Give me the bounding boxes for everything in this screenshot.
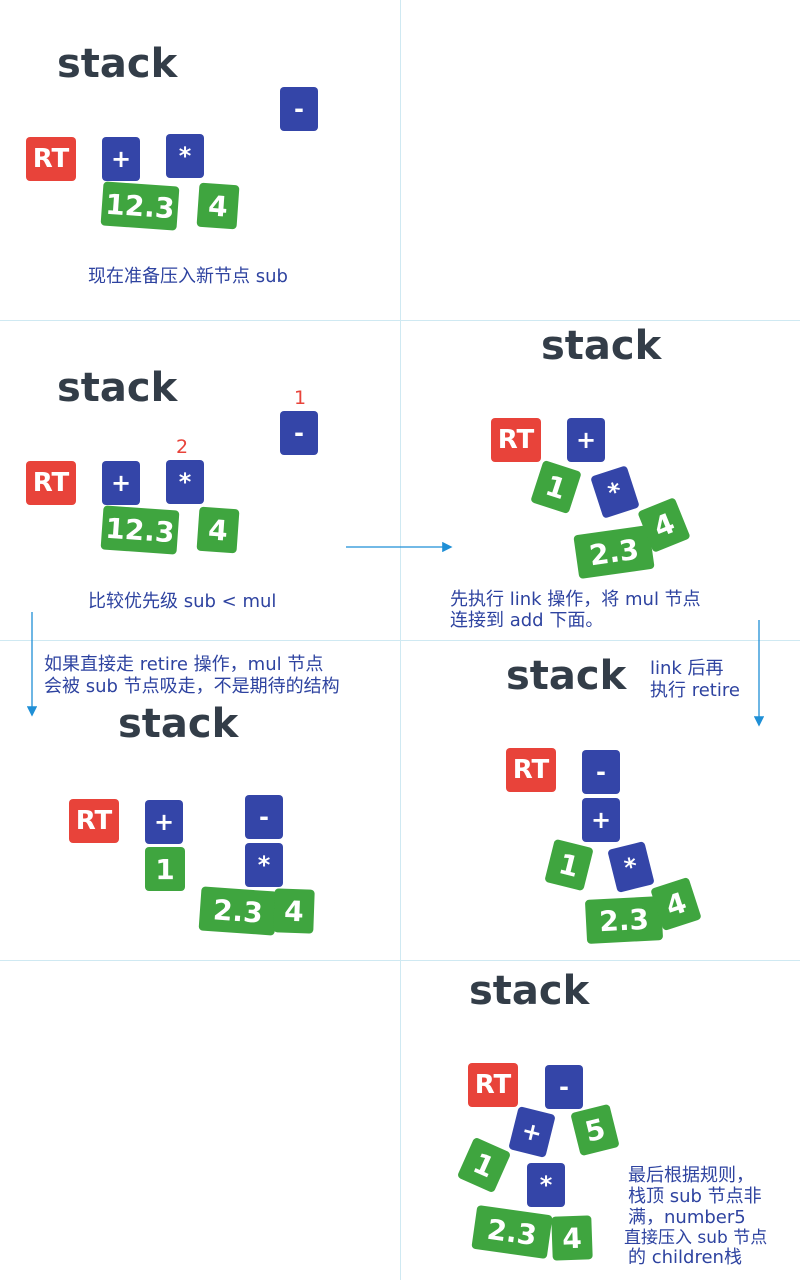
grid-divider-row2 bbox=[0, 640, 800, 641]
caption-line-3: 满，number5 bbox=[628, 1207, 746, 1228]
caption-line-1: link 后再 bbox=[650, 658, 724, 679]
add-node: + bbox=[102, 461, 140, 505]
caption-line-1: 如果直接走 retire 操作，mul 节点 bbox=[44, 654, 324, 675]
stack-title: stack bbox=[541, 323, 662, 369]
rt-node: RT bbox=[26, 461, 76, 505]
caption-line-4: 直接压入 sub 节点 bbox=[624, 1228, 768, 1248]
caption-line-1: 先执行 link 操作，将 mul 节点 bbox=[450, 589, 701, 610]
grid-divider-row3 bbox=[0, 960, 800, 961]
sub-node: - bbox=[280, 411, 318, 455]
stack-title: stack bbox=[506, 653, 627, 699]
add-node: + bbox=[567, 418, 605, 462]
grid-divider-row1 bbox=[0, 320, 800, 321]
rt-node: RT bbox=[506, 748, 556, 792]
rt-node: RT bbox=[491, 418, 541, 462]
add-node: + bbox=[145, 800, 183, 844]
rt-node: RT bbox=[468, 1063, 518, 1107]
caption-line-2: 会被 sub 节点吸走，不是期待的结构 bbox=[44, 676, 340, 697]
stack-title: stack bbox=[118, 701, 239, 747]
mul-node: * bbox=[245, 843, 283, 887]
mul-node: * bbox=[527, 1163, 565, 1207]
sub-node: - bbox=[280, 87, 318, 131]
add-node: + bbox=[102, 137, 140, 181]
stack-title: stack bbox=[57, 41, 178, 87]
caption: 比较优先级 sub < mul bbox=[88, 591, 277, 612]
order-marker-1: 1 bbox=[294, 387, 307, 409]
rt-node: RT bbox=[69, 799, 119, 843]
caption-line-1: 最后根据规则， bbox=[628, 1165, 754, 1186]
rt-node: RT bbox=[26, 137, 76, 181]
sub-node: - bbox=[582, 750, 620, 794]
order-marker-2: 2 bbox=[176, 436, 189, 458]
caption-line-2: 栈顶 sub 节点非 bbox=[628, 1186, 762, 1207]
caption-line-2: 执行 retire bbox=[650, 680, 740, 701]
stack-title: stack bbox=[469, 968, 590, 1014]
number-node-1: 1 bbox=[145, 847, 185, 891]
stack-title: stack bbox=[57, 365, 178, 411]
sub-node: - bbox=[545, 1065, 583, 1109]
add-node: + bbox=[582, 798, 620, 842]
mul-node: * bbox=[166, 134, 204, 178]
caption: 现在准备压入新节点 sub bbox=[88, 266, 288, 287]
caption-line-5: 的 children栈 bbox=[628, 1247, 742, 1268]
mul-node: * bbox=[166, 460, 204, 504]
caption-line-2: 连接到 add 下面。 bbox=[450, 610, 604, 631]
sub-node: - bbox=[245, 795, 283, 839]
